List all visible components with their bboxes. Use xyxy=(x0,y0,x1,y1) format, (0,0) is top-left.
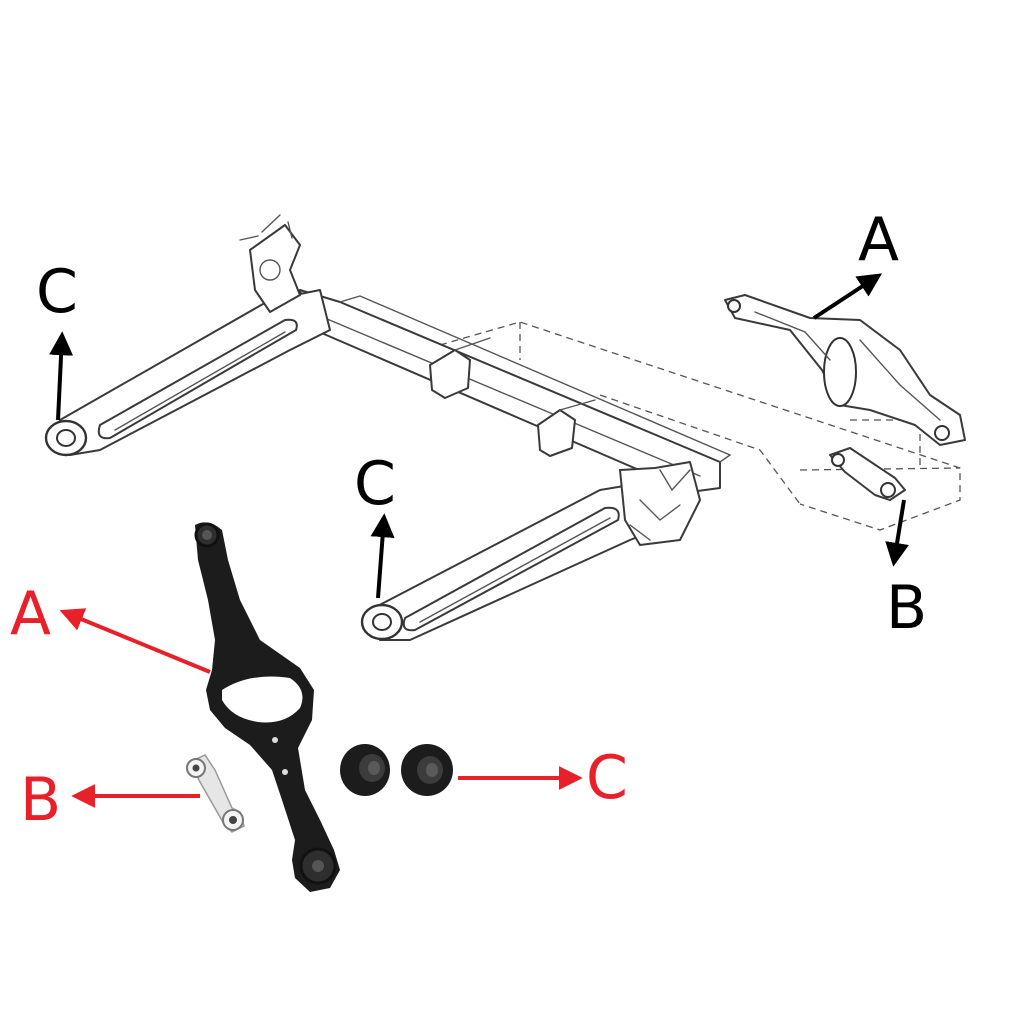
left-trailing-arm xyxy=(44,214,331,457)
label-b-diagram: B xyxy=(886,573,927,643)
middle-bushing xyxy=(360,603,404,641)
arrow-icon xyxy=(370,513,395,599)
arrow-icon xyxy=(59,608,211,674)
line-art-axle-drawing xyxy=(44,214,966,641)
photo-arrows xyxy=(59,608,583,808)
photo-link-b xyxy=(186,754,245,833)
dashed-subframe-outline xyxy=(439,321,961,531)
photo-bushing-left xyxy=(340,744,390,796)
arrow-icon xyxy=(812,273,883,320)
photo-bushings-c xyxy=(340,744,453,796)
label-c-diagram-middle: C xyxy=(354,449,396,519)
photo-bushing-right xyxy=(401,744,453,796)
line-art-arm-a xyxy=(724,294,966,446)
arrow-icon xyxy=(49,331,74,421)
label-c-photo: C xyxy=(586,743,628,813)
label-a-photo: A xyxy=(10,579,51,649)
left-bushing xyxy=(44,419,88,457)
label-b-photo: B xyxy=(20,765,61,835)
label-c-diagram-left: C xyxy=(36,257,78,327)
line-art-link-b xyxy=(829,447,906,501)
arrow-icon xyxy=(885,499,909,567)
photo-control-arm-a xyxy=(194,522,340,892)
diagram-arrows xyxy=(49,273,909,599)
beam-brackets xyxy=(429,337,596,457)
label-a-diagram: A xyxy=(858,205,899,275)
right-trailing-arm xyxy=(360,461,701,641)
